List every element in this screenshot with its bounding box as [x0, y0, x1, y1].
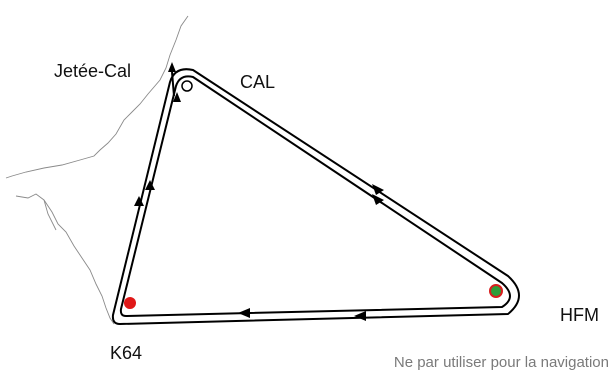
route-inner-line [119, 75, 511, 317]
waypoint-label-k64: K64 [110, 343, 143, 363]
waypoint-label-cal: CAL [240, 72, 276, 92]
arrow-cal-hfm-1 [372, 184, 384, 195]
arrow-hfm-k64-2 [238, 308, 250, 318]
cal-marker [181, 80, 193, 92]
route-arrows [134, 92, 384, 321]
navigation-disclaimer: Ne par utiliser pour la navigation [393, 354, 609, 371]
waypoint-label-jetee-cal: Jetée-Cal [54, 61, 132, 81]
k64-marker [124, 297, 136, 309]
arrow-hfm-k64-1 [354, 311, 366, 321]
waypoint-label-hfm: HFM [560, 305, 599, 325]
arrow-k64-cal-1 [134, 196, 144, 206]
route-track [111, 68, 520, 325]
hfm-marker [489, 284, 503, 298]
jetee-leg-arrow [168, 62, 176, 72]
coastline [5, 15, 189, 325]
route-outer-line [111, 68, 520, 325]
arrow-k64-cal-3 [173, 92, 181, 102]
jetee-leg [171, 71, 175, 97]
arrow-cal-hfm-2 [372, 194, 384, 205]
arrow-k64-cal-2 [145, 180, 155, 190]
